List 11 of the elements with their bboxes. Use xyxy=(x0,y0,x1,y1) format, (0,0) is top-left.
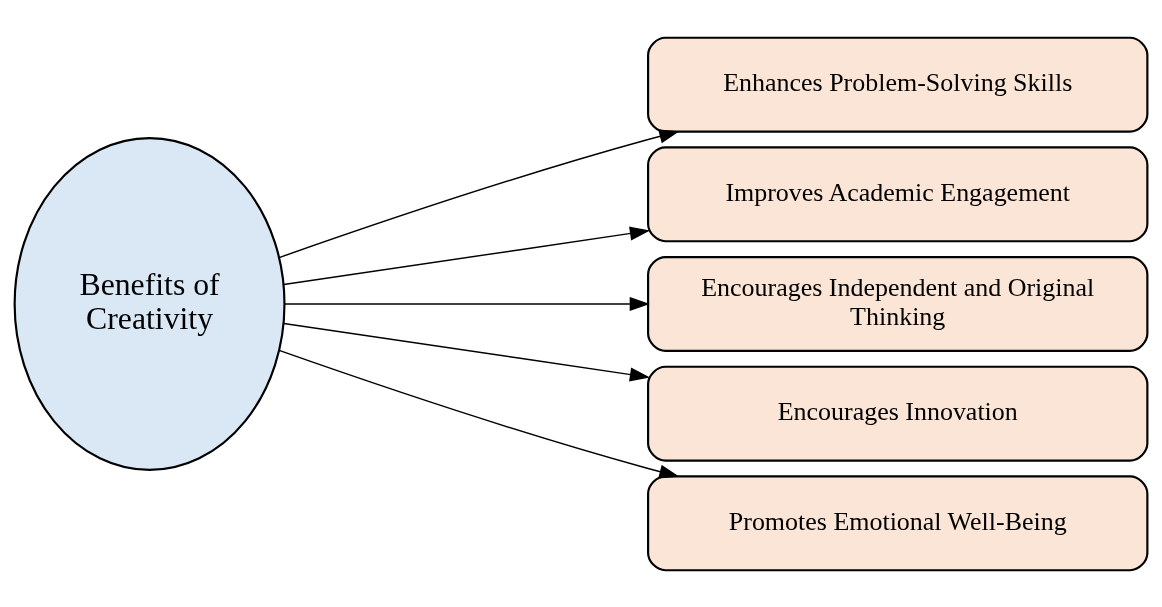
node-box: Encourages Innovation xyxy=(647,365,1149,462)
node-box: Improves Academic Engagement xyxy=(647,145,1149,242)
node-ellipse: Benefits of Creativity xyxy=(13,136,286,471)
node-box: Encourages Independent and Original Thinking xyxy=(647,255,1149,352)
node-box: Promotes Emotional Well-Being xyxy=(647,474,1149,571)
arrow xyxy=(283,226,651,285)
arrow xyxy=(278,128,680,258)
node-box: Enhances Problem-Solving Skills xyxy=(647,36,1149,133)
arrow xyxy=(283,296,650,311)
arrow xyxy=(278,349,680,479)
arrow xyxy=(283,322,651,381)
